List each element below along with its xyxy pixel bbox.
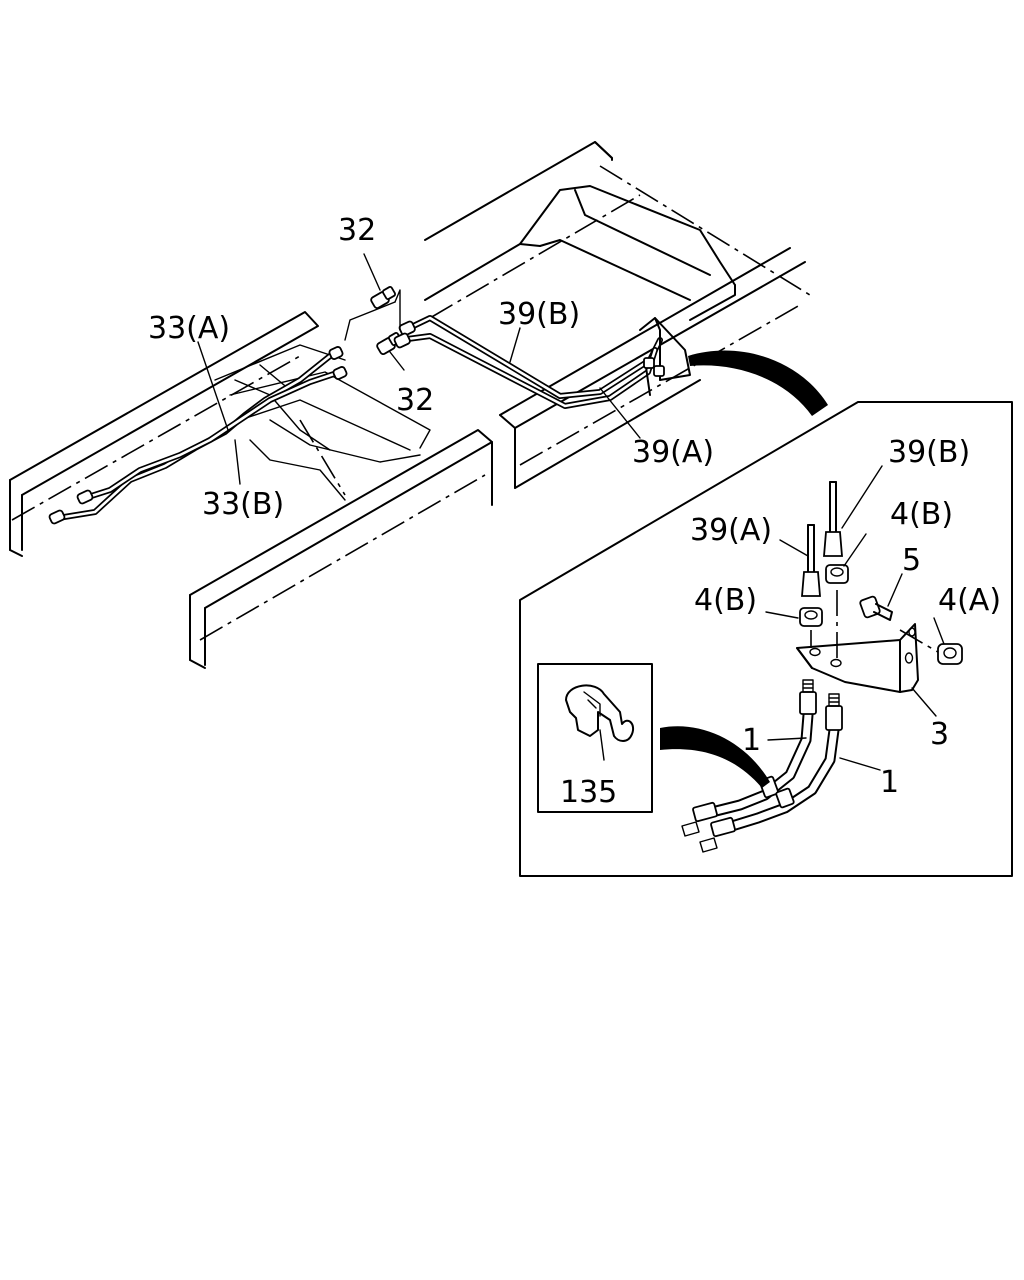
label-1-lower: 1 bbox=[880, 765, 899, 800]
label-32-bottom: 32 bbox=[396, 383, 434, 418]
label-32-top: 32 bbox=[338, 213, 376, 248]
label-39a-main: 39(A) bbox=[632, 435, 714, 470]
label-5: 5 bbox=[902, 543, 921, 578]
frame-bracket bbox=[639, 317, 691, 396]
label-4a: 4(A) bbox=[938, 583, 1001, 618]
label-39b-main: 39(B) bbox=[498, 297, 580, 332]
leader-lines-main bbox=[197, 253, 641, 485]
detail-hose-1-lower bbox=[699, 693, 843, 853]
detail-pipe-39b bbox=[823, 481, 843, 557]
pipe-39a bbox=[397, 333, 658, 409]
detail-bolt-5 bbox=[859, 595, 893, 621]
detail-frame bbox=[519, 401, 1013, 877]
pipe-end-fittings bbox=[48, 320, 416, 525]
detail-pipe-39a bbox=[801, 524, 821, 597]
detail-hose-1-upper bbox=[681, 679, 817, 837]
clip-135-icon bbox=[565, 684, 634, 742]
leader-lines-detail bbox=[599, 465, 945, 771]
label-33b: 33(B) bbox=[202, 487, 284, 522]
label-3: 3 bbox=[930, 717, 949, 752]
pipe-33b bbox=[82, 369, 343, 501]
label-135: 135 bbox=[560, 775, 617, 810]
fitting-32-upper bbox=[370, 286, 396, 309]
detail-nut-4b-lower bbox=[799, 607, 823, 627]
callout-arrow-clip bbox=[660, 726, 770, 788]
label-39b-detail: 39(B) bbox=[888, 435, 970, 470]
callout-arrow-top bbox=[688, 350, 828, 416]
vehicle-frame bbox=[9, 141, 811, 669]
detail-nut-4b-upper bbox=[825, 564, 849, 584]
label-4b-upper: 4(B) bbox=[890, 497, 953, 532]
clip-135-box bbox=[537, 663, 653, 813]
label-39a-detail: 39(A) bbox=[690, 513, 772, 548]
label-4b-lower: 4(B) bbox=[694, 583, 757, 618]
label-1-upper: 1 bbox=[742, 723, 761, 758]
detail-bracket-3 bbox=[796, 623, 919, 693]
label-33a: 33(A) bbox=[148, 311, 230, 346]
